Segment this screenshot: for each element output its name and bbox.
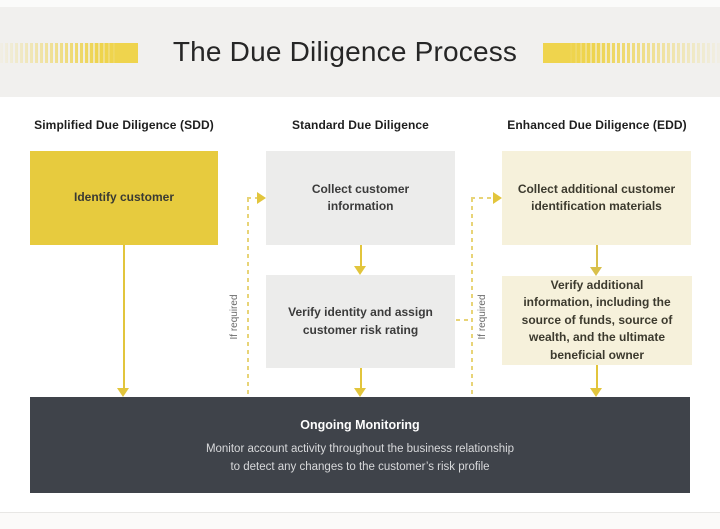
ongoing-monitoring-line1: Monitor account activity throughout the … <box>205 443 515 455</box>
if-required-label-left: If required <box>229 294 240 340</box>
arrow-edd-to-monitoring-head-icon <box>590 388 602 397</box>
column-header-edd: Enhanced Due Diligence (EDD) <box>507 118 687 132</box>
bottom-divider <box>0 512 720 513</box>
header-band-highlight <box>0 0 720 7</box>
arrow-sdd-to-monitoring-line <box>123 245 125 389</box>
dashed-connector-left-vertical <box>247 198 249 397</box>
bottom-strip <box>0 513 720 529</box>
dashed-connector-left-horizontal <box>247 197 259 199</box>
page-title: The Due Diligence Process <box>172 36 518 67</box>
if-required-label-right: If required <box>477 294 488 340</box>
ongoing-monitoring-line2: to detect any changes to the customer’s … <box>230 460 490 473</box>
dashed-connector-verify-stub <box>456 319 471 321</box>
left-stripe-decoration-icon <box>0 43 138 63</box>
box-verify-additional-info: Verify additional information, including… <box>502 276 692 365</box>
box-verify-identity: Verify identity and assign customer risk… <box>266 275 455 368</box>
dashed-connector-right-horizontal <box>471 197 493 199</box>
box-collect-customer-info: Collect customer information <box>266 151 455 245</box>
arrow-edd-collect-to-verify-line <box>596 245 598 268</box>
column-header-standard: Standard Due Diligence <box>292 118 429 132</box>
arrow-verify-to-monitoring-head-icon <box>354 388 366 397</box>
arrow-edd-to-monitoring-line <box>596 365 598 389</box>
box-collect-additional-info: Collect additional customer identificati… <box>502 151 691 245</box>
box-identify-customer: Identify customer <box>30 151 218 245</box>
ongoing-monitoring-bar: Ongoing Monitoring Monitor account activ… <box>30 397 690 493</box>
arrow-verify-to-monitoring-line <box>360 368 362 389</box>
arrow-collect-to-verify-head-icon <box>354 266 366 275</box>
dashed-connector-right-vertical <box>471 198 473 397</box>
arrow-edd-collect-to-verify-head-icon <box>590 267 602 276</box>
ongoing-monitoring-title: Ongoing Monitoring <box>300 418 420 432</box>
dashed-connector-right-arrowhead-icon <box>493 192 502 204</box>
right-stripe-decoration-icon <box>543 43 720 63</box>
column-header-sdd: Simplified Due Diligence (SDD) <box>34 118 214 132</box>
arrow-collect-to-verify-line <box>360 245 362 267</box>
dashed-connector-left-arrowhead-icon <box>257 192 266 204</box>
arrow-sdd-to-monitoring-head-icon <box>117 388 129 397</box>
